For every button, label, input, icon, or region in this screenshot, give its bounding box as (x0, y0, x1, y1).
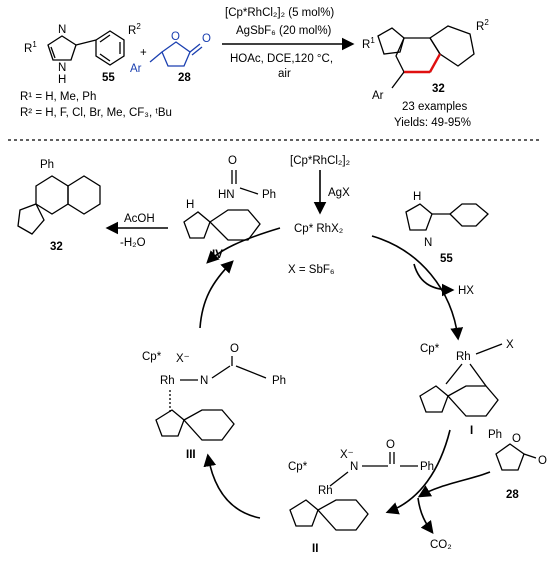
II-o: O (386, 439, 395, 451)
IV-numeral: IV (212, 249, 223, 261)
reagent-28: Ph O O 28 (488, 429, 547, 501)
substrate-n: N (424, 237, 432, 249)
II-x-minus: X⁻ (340, 449, 354, 461)
IV-ph: Ph (262, 189, 276, 201)
intermediate-II: Cp* Rh X⁻ N O Ph II (288, 439, 434, 555)
III-x-minus: X⁻ (176, 353, 190, 365)
product-ph: Ph (40, 159, 54, 171)
cycle-arrow-cat-to-I (371, 235, 464, 341)
I-numeral: I (470, 425, 473, 437)
oxadiazolone-o1: O (171, 31, 180, 43)
co2-release-arrow (417, 497, 434, 535)
r1-label: R1 (24, 40, 37, 55)
catalyst-line: [Cp*RhCl₂]₂ (5 mol%) (225, 7, 334, 19)
cycle-arrow-III-to-IV (199, 260, 234, 329)
I-x: X (506, 339, 514, 351)
product-ar: Ar (372, 90, 384, 102)
r2-label: R2 (128, 22, 141, 37)
ar-label: Ar (130, 63, 142, 75)
x-definition: X = SbF₆ (288, 264, 335, 276)
I-rh: Rh (456, 351, 471, 363)
product-r2: R2 (476, 18, 489, 33)
water-loss-label: -H₂O (120, 237, 146, 249)
reagent-28-number: 28 (506, 489, 519, 501)
I-cp-star: Cp* (420, 343, 440, 355)
active-catalyst: Cp* RhX₂ (294, 223, 343, 235)
acoh-label: AcOH (124, 213, 155, 225)
imidazole-h: H (58, 74, 66, 86)
activator-agx: AgX (328, 187, 350, 199)
reactant-55: R1 N N H R2 55 (24, 22, 141, 86)
compound-28-number: 28 (178, 72, 191, 84)
yields-range: Yields: 49-95% (394, 117, 471, 129)
IV-h: H (186, 199, 194, 211)
III-ph: Ph (272, 375, 286, 387)
hx-release-arrow (413, 263, 455, 297)
imidazole-nh: N (58, 62, 66, 74)
reaction-conditions: [Cp*RhCl₂]₂ (5 mol%) AgSbF₆ (20 mol%) HO… (222, 7, 355, 80)
reactant-28: O O Ar 28 (130, 31, 211, 84)
IV-o: O (228, 155, 237, 167)
substrate-55-number: 55 (440, 253, 453, 265)
reagent-o: O (512, 433, 521, 445)
product-32-cycle: Ph 32 (17, 159, 101, 253)
cycle-arrow-IV-to-cat (206, 227, 281, 264)
cycle-arrow-II-to-III (203, 453, 261, 519)
compound-55-number: 55 (102, 72, 115, 84)
r2-scope: R² = H, F, Cl, Br, Me, CF₃, ᵗBu (20, 107, 172, 119)
product-r1: R1 (362, 36, 375, 51)
reagent-ph: Ph (488, 429, 502, 441)
examples-count: 23 examples (402, 101, 467, 113)
product-32: R1 R2 Ar 32 (362, 18, 489, 102)
IV-hn: HN (218, 189, 235, 201)
cycle-arrow-I-to-II (385, 429, 451, 515)
atmosphere-line: air (278, 68, 291, 80)
II-cp-star: Cp* (288, 461, 308, 473)
reagent-28-entry-arrow (417, 471, 491, 498)
co2-label: CO₂ (430, 539, 452, 551)
II-numeral: II (312, 543, 318, 555)
additive-line: AgSbF₆ (20 mol%) (236, 25, 332, 37)
II-n: N (350, 461, 358, 473)
III-numeral: III (186, 449, 196, 461)
intermediate-III: Cp* X⁻ Rh N O Ph III (142, 343, 286, 461)
byproduct-hx: HX (458, 285, 474, 297)
plus-sign: + (140, 47, 147, 59)
product-32-number: 32 (50, 241, 63, 253)
substrate-hn: H (413, 191, 421, 203)
III-n: N (200, 375, 208, 387)
compound-32-number: 32 (432, 83, 445, 95)
solvent-line: HOAc, DCE,120 °C, (230, 53, 333, 65)
reagent-carbonyl-o: O (538, 455, 547, 467)
III-cp-star: Cp* (142, 351, 162, 363)
II-rh: Rh (318, 485, 333, 497)
substrate-55: H N 55 (405, 191, 489, 265)
intermediate-I: Cp* Rh X I (419, 339, 514, 437)
precatalyst: [Cp*RhCl₂]₂ (290, 155, 350, 167)
imidazole-n: N (58, 24, 66, 36)
II-ph: Ph (420, 461, 434, 473)
III-rh: Rh (160, 375, 175, 387)
oxadiazolone-o2: O (202, 33, 211, 45)
III-o: O (230, 343, 239, 355)
intermediate-IV: O Ph HN H IV (183, 155, 276, 261)
r1-scope: R¹ = H, Me, Ph (20, 91, 96, 103)
